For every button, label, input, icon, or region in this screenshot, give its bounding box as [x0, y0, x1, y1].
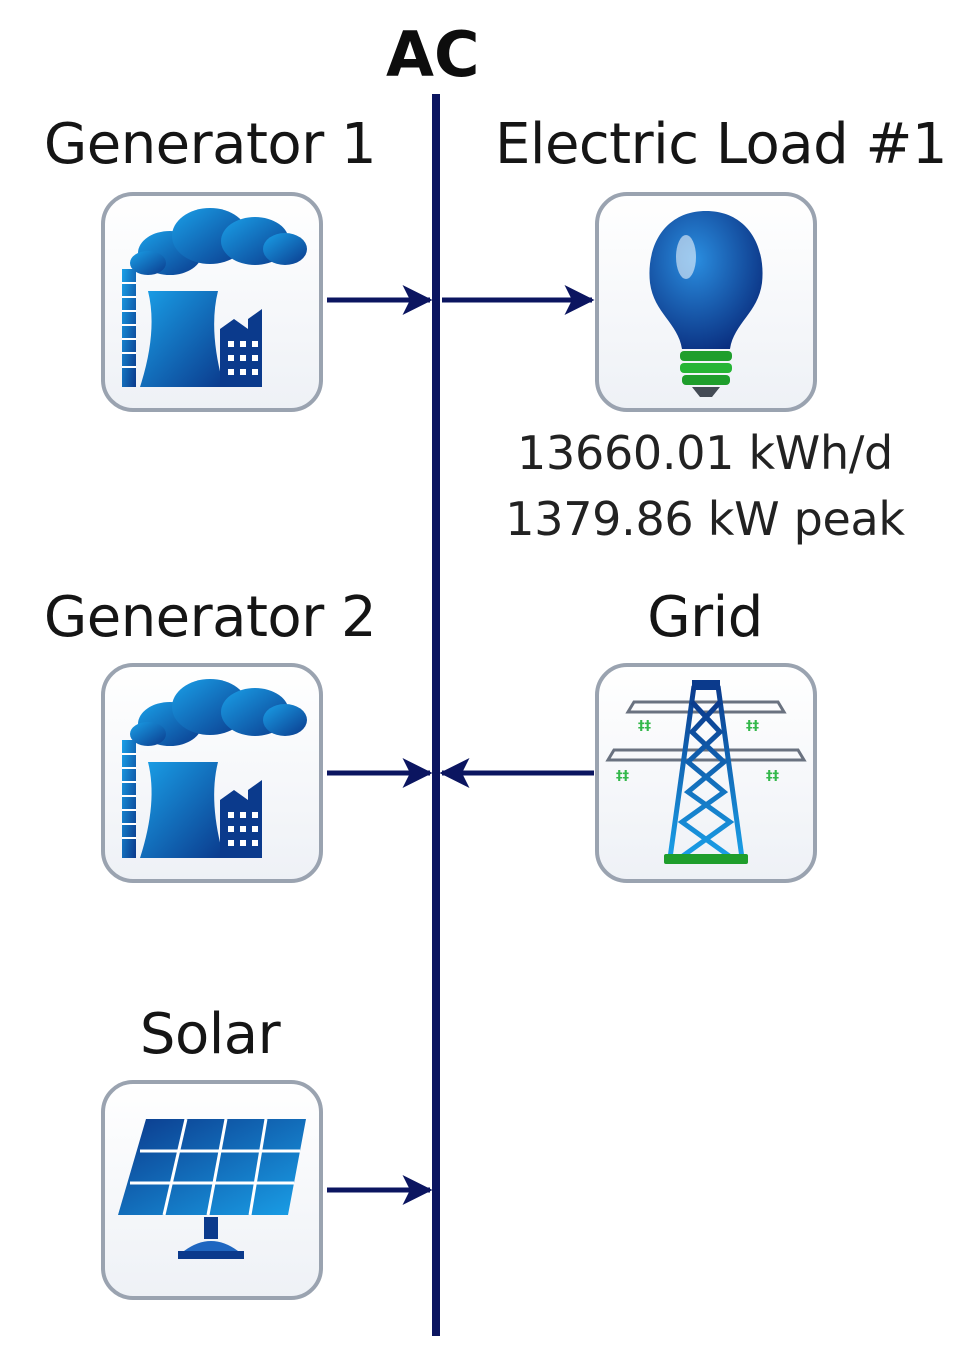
power-plant-icon: [101, 192, 323, 412]
svg-text:‡‡: ‡‡: [638, 719, 652, 734]
grid-tile[interactable]: ‡‡ ‡‡ ‡‡ ‡‡: [594, 662, 818, 884]
load-energy-value: 13660.01 kWh/d: [517, 426, 893, 480]
solar-label: Solar: [139, 1002, 281, 1067]
load-peak-value: 1379.86 kW peak: [505, 492, 905, 546]
svg-text:‡‡: ‡‡: [766, 769, 780, 784]
bus-title: AC: [386, 18, 480, 91]
grid-label: Grid: [647, 585, 763, 650]
light-bulb-icon: [595, 192, 817, 412]
svg-text:‡‡: ‡‡: [746, 719, 760, 734]
solar-panel-icon: [101, 1080, 323, 1300]
solar-tile[interactable]: [100, 1079, 324, 1301]
generator2-label: Generator 2: [43, 585, 377, 650]
generator2-tile[interactable]: [100, 662, 324, 884]
power-plant-icon: [101, 663, 323, 883]
transmission-tower-icon: ‡‡ ‡‡ ‡‡ ‡‡: [595, 663, 817, 883]
electric-load-label: Electric Load #1: [495, 112, 948, 177]
svg-text:‡‡: ‡‡: [616, 769, 630, 784]
electric-load-tile[interactable]: [594, 191, 818, 413]
generator1-tile[interactable]: [100, 191, 324, 413]
generator1-label: Generator 1: [43, 112, 377, 177]
